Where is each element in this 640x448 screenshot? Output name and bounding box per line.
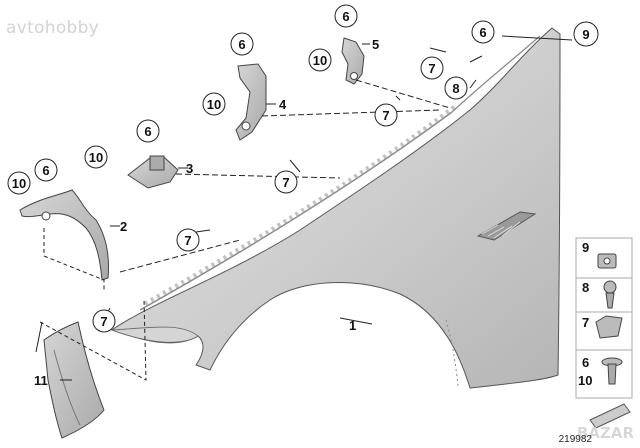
fender-panel <box>110 27 561 389</box>
callout-10-bracket4: 10 <box>202 92 226 116</box>
callout-7-middle: 7 <box>274 170 298 194</box>
bracket-2-hole <box>41 211 51 221</box>
liner-part-11 <box>43 321 105 439</box>
callout-6-bracket5: 6 <box>334 4 358 28</box>
legend-label-8: 8 <box>582 280 589 295</box>
legend-bolt-icon <box>601 357 623 385</box>
bracket-part-4 <box>235 63 267 141</box>
legend-panel: 9 8 7 6 10 <box>575 237 633 429</box>
brand-watermark: BAZAR <box>576 424 634 442</box>
legend-label-10: 10 <box>578 373 592 388</box>
label-part-1: 1 <box>349 318 356 333</box>
svg-text:10: 10 <box>89 150 103 165</box>
label-part-3: 3 <box>186 161 193 176</box>
bracket-4-hole <box>241 121 251 131</box>
callout-7-upper: 7 <box>374 103 398 127</box>
legend-clip-icon <box>595 315 623 339</box>
callout-8: 8 <box>444 76 468 100</box>
label-part-4: 4 <box>279 97 287 112</box>
callout-6-bracket2: 6 <box>34 158 58 182</box>
svg-text:10: 10 <box>12 176 26 191</box>
callout-6-front: 6 <box>471 20 495 44</box>
bracket-part-5 <box>341 37 365 85</box>
svg-text:6: 6 <box>342 9 349 24</box>
watermark-text: avtohobby <box>6 18 100 38</box>
legend-screw-icon <box>603 280 617 309</box>
fender-front-flange <box>451 35 541 113</box>
fender-edge-flange <box>143 104 458 307</box>
svg-text:7: 7 <box>382 108 389 123</box>
bracket-5-hole <box>350 72 358 80</box>
callout-7-lower: 7 <box>176 228 200 252</box>
svg-text:6: 6 <box>144 124 151 139</box>
svg-text:6: 6 <box>42 163 49 178</box>
svg-text:7: 7 <box>282 175 289 190</box>
svg-text:10: 10 <box>313 53 327 68</box>
fender-side-vent <box>476 211 537 241</box>
svg-text:6: 6 <box>479 25 486 40</box>
fender-lower-front <box>111 326 199 343</box>
label-part-5: 5 <box>372 37 379 52</box>
svg-text:10: 10 <box>207 97 221 112</box>
callout-7-front: 7 <box>420 56 444 80</box>
legend-label-9: 9 <box>582 240 589 255</box>
liner-rib <box>53 349 81 426</box>
svg-text:8: 8 <box>452 81 459 96</box>
leader-lines <box>35 35 573 381</box>
svg-text:9: 9 <box>582 27 589 42</box>
svg-text:7: 7 <box>184 233 191 248</box>
legend-label-6: 6 <box>582 355 589 370</box>
diagram-reference: 219982 <box>558 434 592 445</box>
label-part-11: 11 <box>34 373 48 388</box>
bracket-3-clip <box>149 155 165 171</box>
svg-text:7: 7 <box>100 314 107 329</box>
fender-vent-slats <box>481 221 521 239</box>
svg-text:7: 7 <box>428 61 435 76</box>
callout-6-bracket4: 6 <box>230 32 254 56</box>
callout-10-bracket3: 10 <box>84 145 108 169</box>
callout-7-rear: 7 <box>92 309 116 333</box>
legend-wedge-icon <box>589 403 631 429</box>
callout-10-bracket2: 10 <box>7 171 31 195</box>
wheelarch-edge <box>445 319 459 387</box>
svg-text:6: 6 <box>238 37 245 52</box>
label-part-2: 2 <box>120 219 127 234</box>
callout-10-bracket5: 10 <box>308 48 332 72</box>
callout-9: 9 <box>573 21 599 47</box>
callout-6-bracket3: 6 <box>136 119 160 143</box>
legend-label-7: 7 <box>582 315 589 330</box>
bracket-part-2 <box>19 189 109 281</box>
